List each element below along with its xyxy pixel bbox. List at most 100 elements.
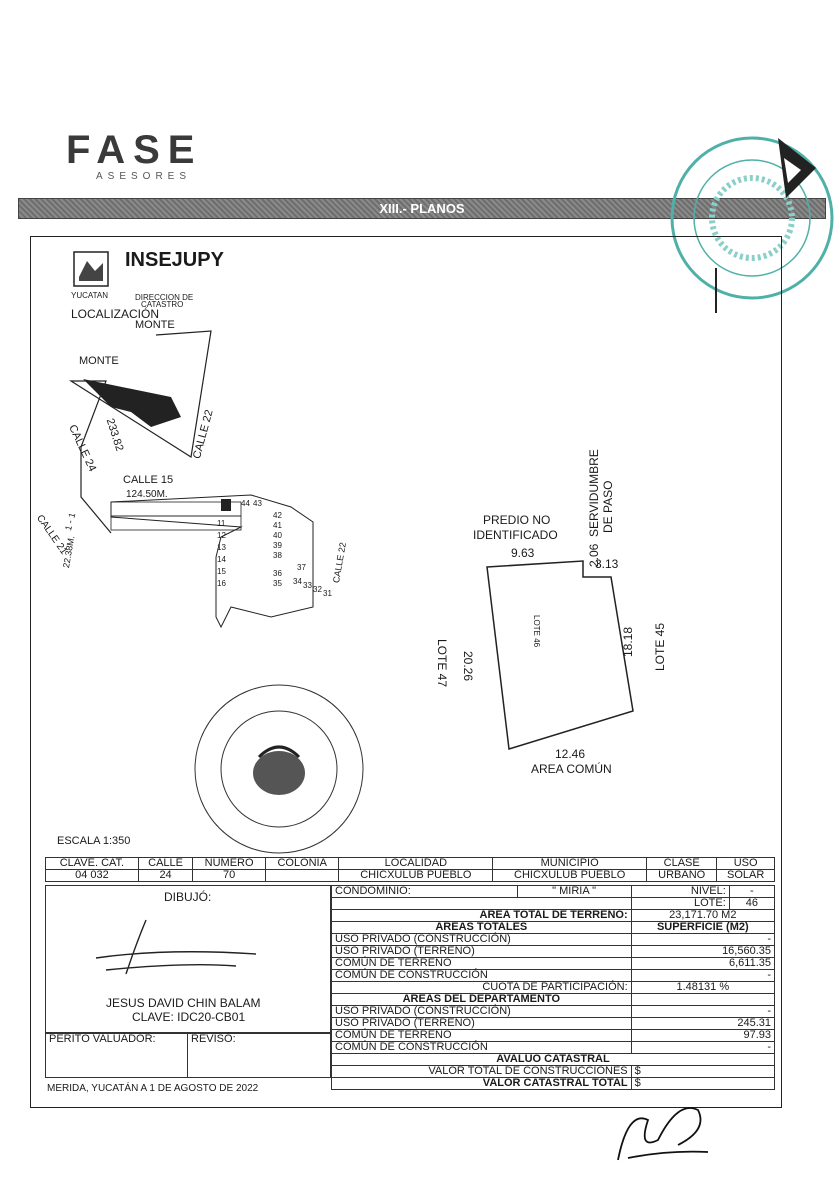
drawer-panel: DIBUJÓ: JESUS DAVID CHIN BALAM CLAVE: ID… <box>45 885 331 1033</box>
table-row: 04 032 24 70 CHICXULUB PUEBLO CHICXULUB … <box>45 869 775 882</box>
area-row-label: COMÚN DE TERRENO <box>331 957 632 970</box>
valor-const-value: $ <box>630 1065 776 1078</box>
cuota-label: CUOTA DE PARTICIPACIÓN: <box>331 981 632 994</box>
lot-number: 36 <box>273 569 282 578</box>
area-total-label: AREA TOTAL DE TERRENO: <box>331 909 632 922</box>
table-row: COMÚN DE CONSTRUCCIÓN- <box>331 969 776 982</box>
servidumbre-label-2: DE PASO <box>601 480 615 533</box>
table-row: CLAVE. CAT. CALLE NUMERO COLONIA LOCALID… <box>45 857 775 870</box>
location-sketch <box>68 330 314 629</box>
lot-number: 42 <box>273 511 282 520</box>
table-row: AREAS DEL DEPARTAMENTO <box>331 993 776 1006</box>
dim-bottom: 12.46 <box>555 747 586 761</box>
areas-totales-header: AREAS TOTALES <box>331 921 632 934</box>
value-cell: CHICXULUB PUEBLO <box>338 869 494 882</box>
lot-number: 35 <box>273 579 282 588</box>
area-row-value: 245.31 <box>630 1017 776 1030</box>
table-row: USO PRIVADO (CONSTRUCCIÓN)- <box>331 1005 776 1018</box>
condo-table: CONDOMINIO: " MIRIA " NIVEL: - LOTE: 46 … <box>331 885 776 1090</box>
condominio-label: CONDOMINIO: <box>331 885 518 898</box>
header-cell: CLASE <box>646 857 718 870</box>
table-row: USO PRIVADO (CONSTRUCCIÓN)- <box>331 933 776 946</box>
table-row: AREA TOTAL DE TERRENO: 23,171.70 M2 <box>331 909 776 922</box>
lote-value: 46 <box>728 897 776 910</box>
fase-logo: FASE <box>66 128 203 172</box>
table-row: VALOR TOTAL DE CONSTRUCCIONES $ <box>331 1065 776 1078</box>
predio-label-2: IDENTIFICADO <box>473 528 558 542</box>
lot-number: 39 <box>273 541 282 550</box>
lot-number: 33 <box>303 581 312 590</box>
cuota-value: 1.48131 % <box>630 981 776 994</box>
drawer-signature <box>95 919 257 975</box>
cadastral-table: CLAVE. CAT. CALLE NUMERO COLONIA LOCALID… <box>45 857 775 882</box>
lote-label: LOTE: <box>630 897 730 910</box>
table-row: AVALUO CATASTRAL <box>331 1053 775 1066</box>
area-row-label: COMÚN DE CONSTRUCCIÓN <box>331 969 632 982</box>
notary-stamp <box>670 136 834 313</box>
header-cell: CALLE <box>137 857 194 870</box>
area-row-value: 16,560.35 <box>630 945 776 958</box>
dim-124-label: 124.50M. <box>126 489 168 500</box>
lot-number: 16 <box>217 579 226 588</box>
plan-sheet: YUCATAN INSEJUPY DIRECCION DE CATASTRO L… <box>30 236 782 1108</box>
lot-number: 13 <box>217 543 226 552</box>
area-row-value: 97.93 <box>630 1029 776 1042</box>
value-cell: 24 <box>137 869 194 882</box>
value-cell: SOLAR <box>716 869 775 882</box>
valor-cat-value: $ <box>630 1077 776 1090</box>
value-cell: 70 <box>192 869 266 882</box>
yucatan-shield-icon <box>73 251 109 287</box>
header-cell: USO <box>716 857 775 870</box>
valor-cat-label: VALOR CATASTRAL TOTAL <box>331 1077 632 1090</box>
area-row-value: - <box>630 969 776 982</box>
empty-cell <box>630 993 776 1006</box>
shield-caption: YUCATAN <box>71 291 109 300</box>
lot-number: 12 <box>217 531 226 540</box>
area-row-label: USO PRIVADO (TERRENO) <box>331 1017 632 1030</box>
lot-number: 15 <box>217 567 226 576</box>
header-cell: NUMERO <box>192 857 266 870</box>
table-row: CUOTA DE PARTICIPACIÓN: 1.48131 % <box>331 981 776 994</box>
lot-number: 31 <box>323 589 332 598</box>
servidumbre-label: SERVIDUMBRE <box>587 449 601 537</box>
lote-left-label: LOTE 47 <box>435 639 449 688</box>
signer-clave: CLAVE: IDC20-CB01 <box>132 1010 246 1024</box>
lot-number: 44 <box>241 499 250 508</box>
monte-left-label: MONTE <box>79 355 119 367</box>
table-row: COMÚN DE CONSTRUCCIÓN- <box>331 1041 776 1054</box>
dim-notch-h: 3.13 <box>595 557 619 571</box>
areas-depto-header: AREAS DEL DEPARTAMENTO <box>331 993 632 1006</box>
area-total-value: 23,171.70 M2 <box>630 909 776 922</box>
header-cell: LOCALIDAD <box>338 857 494 870</box>
area-row-value: - <box>630 1041 776 1054</box>
value-cell <box>264 869 340 882</box>
dim-right: 18.18 <box>621 626 635 657</box>
lot-number: 41 <box>273 521 282 530</box>
lot-46-plot <box>486 560 634 750</box>
calle-15-label: CALLE 15 <box>123 474 174 486</box>
lot-number: 32 <box>313 585 322 594</box>
table-row: PERITO VALUADOR: REVISÓ: <box>45 1033 331 1078</box>
predio-label: PREDIO NO <box>483 513 551 527</box>
signer-name: JESUS DAVID CHIN BALAM <box>106 996 261 1010</box>
area-row-value: - <box>630 933 776 946</box>
area-comun-label: AREA COMÚN <box>531 762 612 776</box>
section-banner: XIII.- PLANOS <box>18 198 826 219</box>
area-row-label: USO PRIVADO (CONSTRUCCIÓN) <box>331 1005 632 1018</box>
area-row-label: USO PRIVADO (TERRENO) <box>331 945 632 958</box>
dim-top: 9.63 <box>511 546 535 560</box>
empty-cell <box>331 897 632 910</box>
condominio-value: " MIRIA " <box>516 885 632 898</box>
header-cell: COLONIA <box>264 857 340 870</box>
valuer-signature <box>617 1107 709 1161</box>
header-cell: CLAVE. CAT. <box>45 857 139 870</box>
lot-number: 43 <box>253 499 262 508</box>
nivel-label: NIVEL: <box>630 885 730 898</box>
reviso-label: REVISÓ: <box>187 1033 331 1078</box>
area-row-value: 6,611.35 <box>630 957 776 970</box>
lote-center-label: LOTE 46 <box>532 615 541 648</box>
perito-label: PERITO VALUADOR: <box>45 1033 188 1078</box>
lot-number: 40 <box>273 531 282 540</box>
